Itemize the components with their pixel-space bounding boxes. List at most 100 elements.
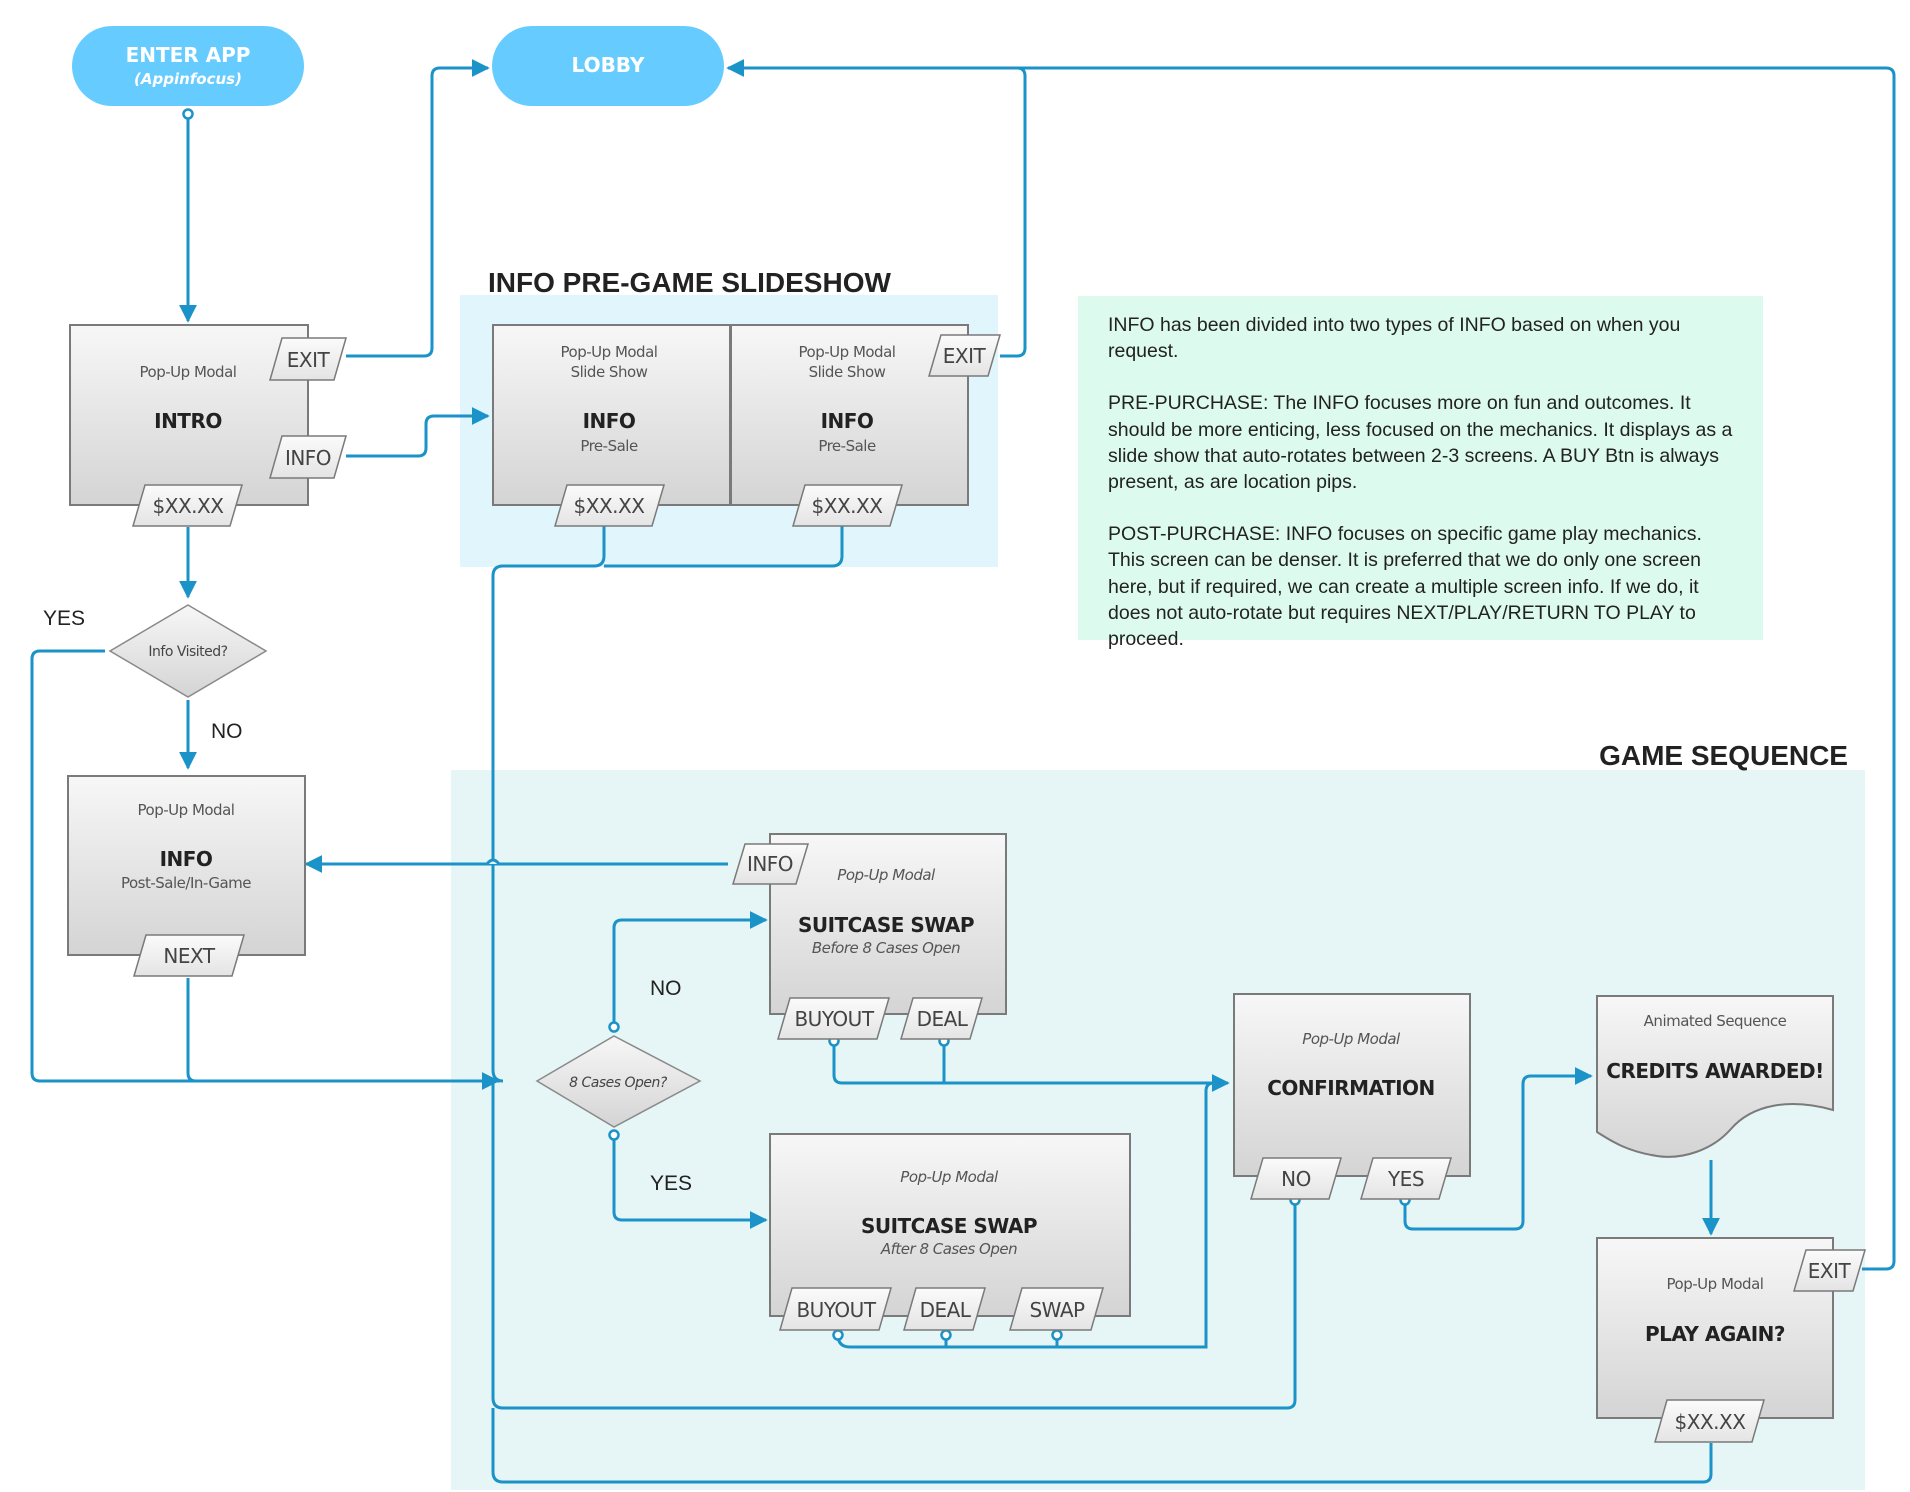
credits-doc-shape [1596, 995, 1834, 1158]
edge-label-no-cases: NO [650, 977, 682, 1000]
edge-label-yes-cases: YES [650, 1172, 692, 1195]
edge-confirm-no-loop [491, 1081, 1297, 1410]
confirm-no-button[interactable] [1249, 1157, 1343, 1200]
play-again-kind: Pop-Up Modal [1667, 1275, 1764, 1293]
play-again-exit-button[interactable] [1792, 1249, 1867, 1292]
edge-pregame-price-2 [604, 524, 844, 568]
swap-before-buyout-button[interactable] [776, 997, 891, 1040]
enter-app-terminal: ENTER APP (Appinfocus) [72, 26, 304, 106]
svg-text:(Appinfocus): (Appinfocus) [134, 70, 242, 88]
info-pre-2-exit-button[interactable] [927, 334, 1002, 377]
decision-info-visited [108, 604, 268, 698]
info-pre-1-kind: Pop-Up Modal [561, 343, 658, 361]
intro-exit-button[interactable] [269, 337, 347, 381]
pregame-section-title: INFO PRE-GAME SLIDESHOW [488, 267, 891, 298]
swap-before-deal-button[interactable] [899, 997, 984, 1040]
swap-before-info-button[interactable] [731, 843, 810, 885]
decision-info-visited-label: Info Visited? [148, 644, 227, 660]
confirm-yes-label: YES [1387, 1167, 1424, 1191]
edge-confirm-yes-to-credits [1403, 1067, 1593, 1231]
info-pre-1-price-label: $XX.XX [574, 494, 646, 518]
confirm-no-label: NO [1281, 1167, 1311, 1191]
note-paragraph: PRE-PURCHASE: The INFO focuses more on f… [1108, 392, 1733, 494]
credits-kind: Animated Sequence [1644, 1012, 1787, 1030]
info-pre-2-title: INFO [821, 409, 874, 433]
play-again-box [1596, 1237, 1834, 1419]
svg-text:ENTER APP: ENTER APP [126, 43, 251, 67]
swap-before-subtitle: Before 8 Cases Open [812, 939, 960, 957]
edge-play-again-exit-to-lobby [728, 66, 1896, 1271]
confirm-yes-button[interactable] [1359, 1157, 1453, 1200]
info-pre-box-2 [730, 324, 969, 506]
intro-info-label: INFO [285, 446, 331, 470]
swap-after-box [769, 1133, 1131, 1317]
info-pre-2-kind: Pop-Up Modal [799, 343, 896, 361]
swap-after-buyout-button[interactable] [779, 1287, 892, 1331]
swap-after-deal-button[interactable] [903, 1287, 986, 1331]
info-post-subtitle: Post-Sale/In-Game [121, 874, 251, 892]
note-paragraph: INFO has been divided into two types of … [1108, 314, 1681, 363]
info-pre-1-price-button[interactable] [553, 484, 666, 527]
edge-swap-after-to-confirm [836, 1081, 1215, 1349]
info-pre-2-price-label: $XX.XX [812, 494, 884, 518]
info-pre-2-price-button[interactable] [791, 484, 904, 527]
info-pre-1-title: INFO [583, 409, 636, 433]
svg-text:LOBBY: LOBBY [572, 53, 645, 77]
edge-decision-yes-to-swap-after [612, 1135, 768, 1229]
edge-play-again-price-loop [491, 1408, 1713, 1484]
edge-decision-no-to-swap-before [612, 911, 768, 1027]
swap-after-deal-label: DEAL [920, 1298, 972, 1322]
swap-before-box [769, 833, 1007, 1015]
swap-before-kind: Pop-Up Modal [837, 866, 936, 884]
swap-after-subtitle: After 8 Cases Open [880, 1240, 1017, 1258]
swap-after-swap-button[interactable] [1009, 1287, 1104, 1331]
swap-before-info-label: INFO [747, 852, 793, 876]
edge-intro-info-to-pregame [346, 407, 490, 458]
info-post-next-label: NEXT [163, 944, 215, 968]
intro-kind: Pop-Up Modal [140, 363, 237, 381]
intro-exit-label: EXIT [287, 348, 331, 372]
play-again-title: PLAY AGAIN? [1645, 1322, 1785, 1346]
edge-buyout-to-confirm [832, 1041, 1230, 1092]
info-pre-2-subtitle: Pre-Sale [818, 437, 876, 455]
edge-label-no-info-visited: NO [211, 720, 243, 743]
swap-after-buyout-label: BUYOUT [796, 1298, 876, 1322]
play-again-exit-label: EXIT [1808, 1259, 1852, 1283]
connectors [30, 59, 1896, 1484]
lobby-terminal: LOBBY [492, 26, 724, 106]
intro-info-button[interactable] [269, 435, 347, 479]
swap-after-swap-label: SWAP [1029, 1298, 1085, 1322]
info-post-box [67, 775, 306, 956]
game-section-title: GAME SEQUENCE [1599, 740, 1848, 771]
intro-box [69, 324, 309, 506]
swap-after-title: SUITCASE SWAP [861, 1214, 1037, 1238]
info-post-title: INFO [160, 847, 213, 871]
info-post-next-button[interactable] [132, 934, 246, 977]
confirmation-title: CONFIRMATION [1267, 1076, 1435, 1100]
info-pre-2-kind2: Slide Show [809, 363, 886, 381]
swap-before-buyout-label: BUYOUT [794, 1007, 874, 1031]
decision-cases-open-label: 8 Cases Open? [569, 1075, 668, 1091]
info-types-note: INFO has been divided into two types of … [1078, 296, 1763, 650]
info-post-kind: Pop-Up Modal [138, 801, 235, 819]
play-again-price-label: $XX.XX [1675, 1410, 1747, 1434]
edge-label-yes-info-visited: YES [43, 607, 85, 630]
confirmation-kind: Pop-Up Modal [1302, 1030, 1401, 1048]
edge-next-to-decision [186, 978, 500, 1083]
swap-before-title: SUITCASE SWAP [798, 913, 974, 937]
line-hop [485, 858, 501, 865]
info-pre-1-kind2: Slide Show [571, 363, 648, 381]
decision-cases-open [535, 1035, 702, 1128]
intro-price-label: $XX.XX [153, 494, 225, 518]
swap-after-kind: Pop-Up Modal [900, 1168, 999, 1186]
play-again-price-button[interactable] [1654, 1399, 1765, 1443]
intro-title: INTRO [154, 409, 222, 433]
edge-yes-loop [30, 649, 500, 1090]
credits-title: CREDITS AWARDED! [1606, 1059, 1823, 1083]
confirmation-box [1233, 993, 1471, 1177]
edge-pregame-price-1 [491, 524, 606, 1083]
note-paragraph: POST-PURCHASE: INFO focuses on specific … [1108, 523, 1702, 651]
intro-price-button[interactable] [131, 484, 244, 527]
